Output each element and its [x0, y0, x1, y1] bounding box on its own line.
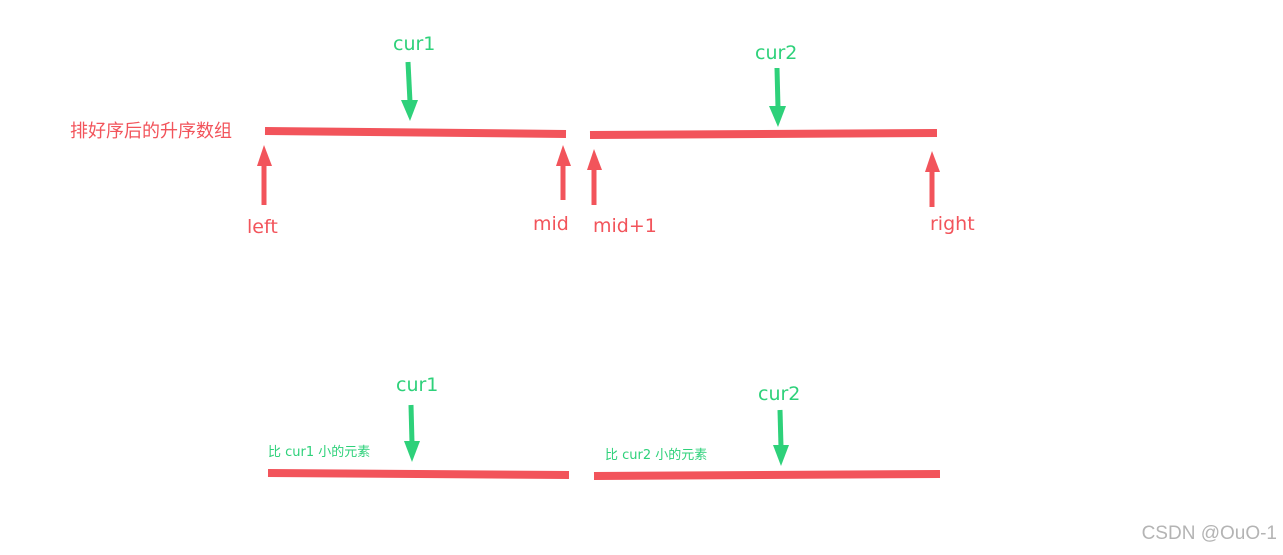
mid-pointer-arrow — [556, 145, 571, 200]
mid-plus-1-label: mid+1 — [593, 215, 657, 237]
right-label: right — [930, 213, 975, 235]
cur2-top-arrow — [769, 67, 786, 127]
left-label: left — [247, 216, 278, 238]
right-pointer-arrow — [925, 151, 940, 207]
cur1-bottom-arrow — [404, 404, 420, 462]
smaller-than-cur2-note: 比 cur2 小的元素 — [605, 448, 708, 463]
array-title: 排好序后的升序数组 — [70, 121, 232, 142]
left-pointer-arrow — [257, 145, 272, 205]
cur2-top-label: cur2 — [755, 42, 798, 64]
bottom-right-segment — [593, 470, 941, 480]
bottom-left-segment — [267, 469, 570, 479]
cur2-bottom-arrow — [773, 409, 789, 466]
mid-plus-1-pointer-arrow — [587, 149, 602, 205]
smaller-than-cur1-note: 比 cur1 小的元素 — [268, 445, 371, 460]
cur2-bottom-label: cur2 — [758, 383, 801, 405]
mid-label: mid — [533, 213, 569, 235]
csdn-watermark: CSDN @OuO-1 — [1141, 523, 1277, 544]
cur1-top-arrow — [401, 61, 418, 121]
top-left-segment — [264, 127, 567, 138]
top-right-segment — [589, 129, 938, 139]
cur1-top-label: cur1 — [393, 33, 436, 55]
cur1-bottom-label: cur1 — [396, 374, 439, 396]
